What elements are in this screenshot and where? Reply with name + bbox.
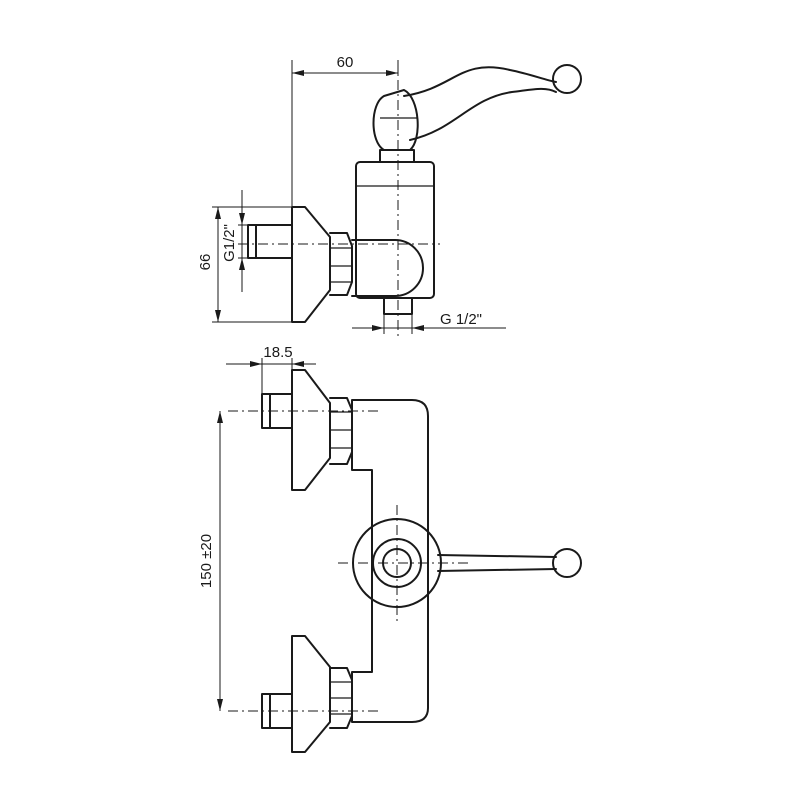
- side-lever-ball: [552, 64, 582, 94]
- dim-center-distance-label: 150 ±20: [198, 534, 215, 588]
- dim-inlet-thread: G1/2": [221, 190, 248, 292]
- front-lever-ball: [552, 548, 582, 578]
- dim-inlet-depth: 18.5: [226, 344, 316, 394]
- side-knob: [372, 89, 419, 151]
- side-inlet-pipe: [247, 224, 293, 259]
- dim-center-distance: 150 ±20: [198, 411, 223, 711]
- front-upper-escutcheon: [291, 369, 331, 491]
- front-mixer-body: [351, 399, 429, 723]
- side-view: 60 66 G1/2" G 1/2": [197, 54, 582, 336]
- dim-top-width-label: 60: [337, 54, 354, 71]
- dim-inlet-depth-label: 18.5: [263, 344, 292, 361]
- dim-outlet-thread-label: G 1/2": [440, 311, 482, 328]
- front-upper-nut: [329, 397, 353, 465]
- dim-side-height: 66: [197, 206, 292, 323]
- dim-side-height-label: 66: [197, 254, 214, 271]
- dim-outlet-thread: G 1/2": [352, 311, 506, 334]
- front-view: 18.5 150 ±20: [198, 344, 582, 753]
- dim-top-width: 60: [291, 54, 399, 206]
- side-cap-collar: [379, 149, 415, 163]
- side-hex-nut: [329, 232, 353, 296]
- side-lever: [403, 66, 557, 97]
- side-escutcheon: [291, 206, 331, 323]
- front-lever: [437, 554, 557, 572]
- front-lower-escutcheon: [291, 635, 331, 753]
- side-connector-arm: [351, 239, 424, 297]
- dim-inlet-thread-label: G1/2": [221, 224, 238, 262]
